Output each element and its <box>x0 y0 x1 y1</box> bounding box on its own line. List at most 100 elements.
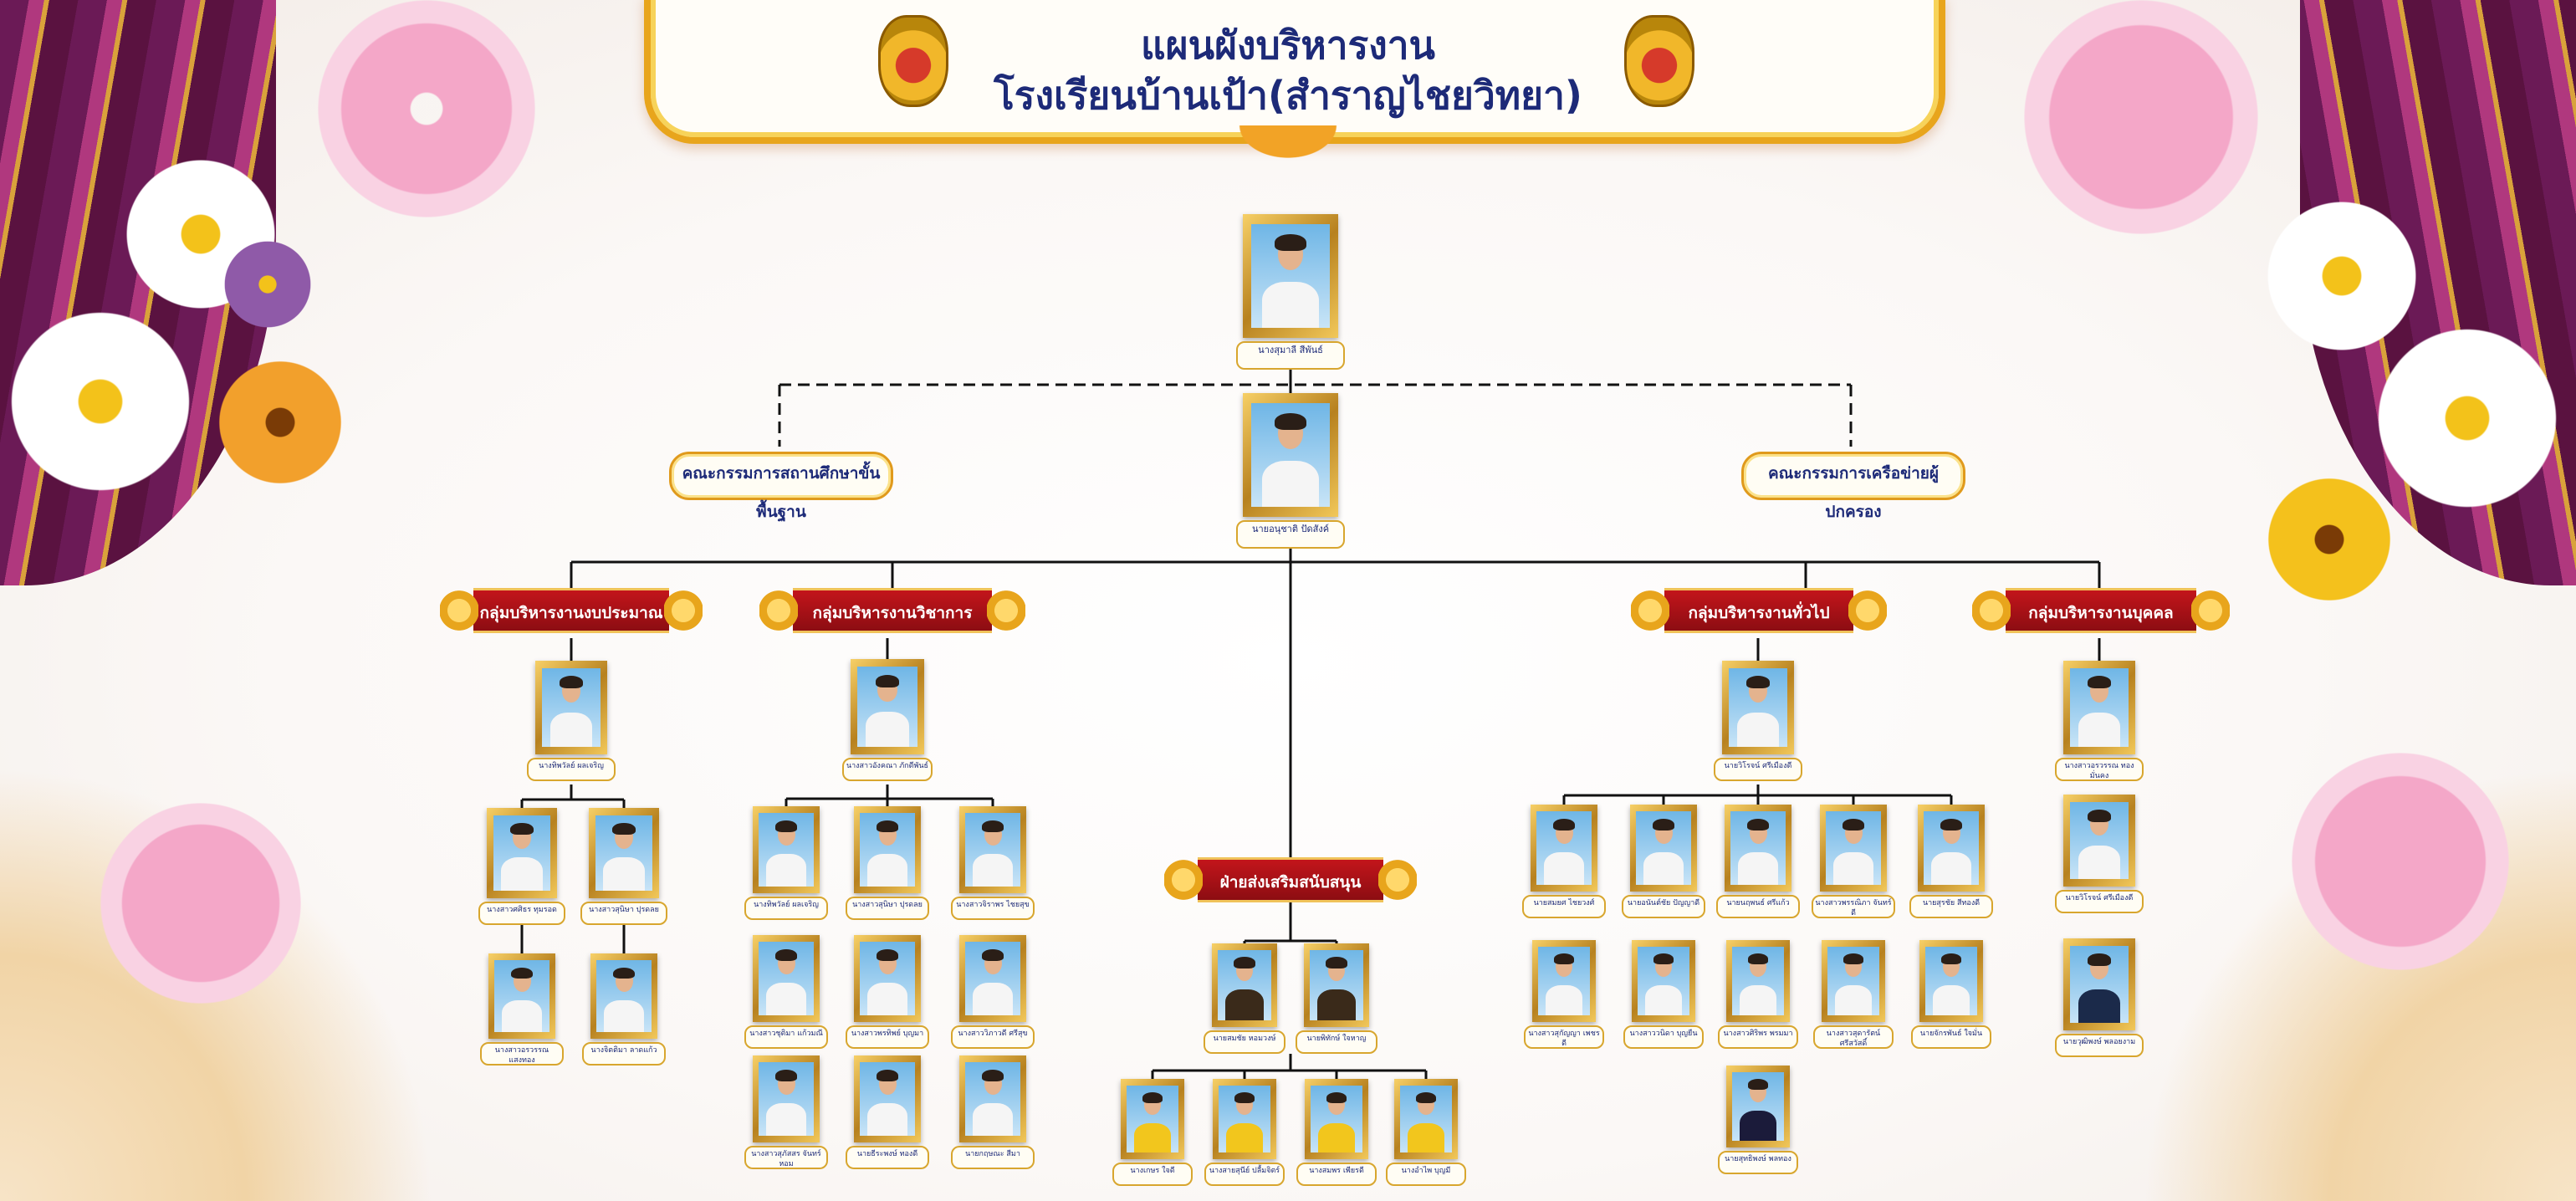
general-member-photo <box>1725 805 1791 892</box>
budget-head-photo <box>535 661 607 754</box>
support-member-photo <box>1212 943 1277 1027</box>
general-member-photo <box>1918 805 1985 892</box>
general-member-photo <box>1630 805 1697 892</box>
budget-member-photo <box>589 808 659 898</box>
title-banner <box>644 0 1945 144</box>
general-member-photo <box>1820 805 1887 892</box>
general-member-name: นางสาวศิริพร พรมมา <box>1718 1025 1798 1049</box>
page-title: แผนผังบริหารงาน <box>1141 23 1435 68</box>
page-subtitle: โรงเรียนบ้านเป้า(สำราญไชยวิทยา) <box>994 73 1582 118</box>
deputy-name: นายอนุชาติ ปัดสังค์ <box>1236 520 1345 549</box>
general-member-name: นางสาวพรรณิภา จันทร์ดี <box>1812 895 1895 918</box>
general-member-name: นายสมยศ ไชยวงศ์ <box>1522 895 1606 918</box>
academic-member-name: นางสาวจิราพร ไชยสุข <box>951 897 1035 920</box>
dept-support: ฝ่ายส่งเสริมสนับสนุน <box>1164 853 1417 907</box>
committee-parent-network: คณะกรรมการเครือข่ายผู้ปกครอง <box>1741 452 1965 521</box>
support-member-photo <box>1121 1079 1184 1159</box>
academic-member-photo <box>854 935 921 1022</box>
dept-general: กลุ่มบริหารงานทั่วไป <box>1631 584 1887 637</box>
general-member-name: นางสาวสุกัญญา เพชรดี <box>1524 1025 1604 1049</box>
academic-member-name: นางสาวสุนิษา ปุรดลย <box>846 897 929 920</box>
general-member-photo <box>1632 940 1695 1022</box>
general-member-name: นายนฤพนธ์ ศรีแก้ว <box>1716 895 1800 918</box>
academic-member-photo <box>753 935 820 1022</box>
school-emblem-right <box>1624 15 1694 107</box>
support-member-name: นายพิทักษ์ ใจหาญ <box>1296 1030 1377 1054</box>
yellow-flower-decoration <box>2258 468 2400 611</box>
academic-member-photo <box>753 806 820 893</box>
school-emblem-left <box>878 15 948 107</box>
committee-basic-education: คณะกรรมการสถานศึกษาขั้นพื้นฐาน <box>669 452 893 521</box>
academic-member-photo <box>854 1055 921 1142</box>
purple-flower-decoration <box>217 234 318 335</box>
director-photo <box>1243 214 1338 338</box>
support-member-name: นางสายสุนีย์ ปลื้มจิตร์ <box>1204 1163 1285 1186</box>
budget-member-photo <box>488 953 555 1039</box>
academic-member-name: นางสาววิภาวดี ศรีสุข <box>951 1025 1035 1049</box>
general-member-photo <box>1822 940 1885 1022</box>
dept-budget: กลุ่มบริหารงานงบประมาณ <box>440 584 703 637</box>
general-member-name: นายจักรพันธ์ ใจมั่น <box>1911 1025 1991 1049</box>
pink-lily-decoration <box>100 803 301 1004</box>
budget-member-name: นางจิตติมา ลาดแก้ว <box>582 1042 666 1066</box>
white-flower-decoration <box>0 301 201 502</box>
white-flower-decoration <box>2258 192 2425 360</box>
support-member-photo <box>1394 1079 1458 1159</box>
academic-member-photo <box>753 1055 820 1142</box>
deputy-photo <box>1243 393 1338 517</box>
academic-member-name: นายธีระพงษ์ ทองดี <box>846 1146 929 1169</box>
dept-academic: กลุ่มบริหารงานวิชาการ <box>759 584 1025 637</box>
general-member-photo <box>1532 940 1596 1022</box>
personnel-head-name: นางสาวอรวรรณ ทองมั่นคง <box>2055 758 2144 781</box>
academic-head-photo <box>851 659 924 754</box>
support-member-name: นางเกษร ใจดี <box>1112 1163 1193 1186</box>
academic-member-name: นางสาวพรทิพย์ บุญมา <box>846 1025 929 1049</box>
support-member-name: นางอำไพ บุญมี <box>1386 1163 1466 1186</box>
personnel-member-photo <box>2063 795 2135 887</box>
general-member-photo <box>1726 940 1790 1022</box>
general-member-name: นางสาววนิดา บุญยืน <box>1623 1025 1704 1049</box>
pink-lily-decoration <box>318 0 535 217</box>
personnel-member-photo <box>2063 938 2135 1030</box>
orange-flower-decoration <box>209 351 351 493</box>
general-member-photo <box>1726 1066 1790 1147</box>
academic-head-name: นางสาวอังคณา ภักดีพันธ์ <box>842 758 933 781</box>
support-member-photo <box>1213 1079 1276 1159</box>
budget-member-photo <box>590 953 657 1039</box>
general-member-name: นายสุรชัย สีทองดี <box>1909 895 1993 918</box>
personnel-head-photo <box>2063 661 2135 754</box>
support-member-name: นายสมชัย หอมวงษ์ <box>1204 1030 1285 1054</box>
academic-member-name: นางทิพวัลย์ ผลเจริญ <box>744 897 828 920</box>
academic-member-name: นางสาวสุภัสสร จันทร์หอม <box>744 1146 828 1169</box>
general-member-photo <box>1919 940 1983 1022</box>
budget-member-name: นางสาวอรวรรณ แสงทอง <box>480 1042 564 1066</box>
general-head-photo <box>1722 661 1794 754</box>
personnel-member-name: นายวุฒิพงษ์ พลอยงาม <box>2055 1034 2144 1057</box>
general-member-photo <box>1531 805 1597 892</box>
budget-member-photo <box>487 808 557 898</box>
white-flower-decoration <box>2367 318 2568 519</box>
academic-member-photo <box>959 1055 1026 1142</box>
general-member-name: นายสุทธิพงษ์ พลทอง <box>1718 1151 1798 1174</box>
personnel-member-name: นายวิโรจน์ ศรีเมืองดี <box>2055 890 2144 913</box>
support-member-photo <box>1304 943 1369 1027</box>
pink-lily-decoration <box>2024 0 2258 234</box>
general-member-name: นางสาวสุดารัตน์ ศรีสวัสดิ์ <box>1813 1025 1894 1049</box>
academic-member-name: นางสาวชุติมา แก้วมณี <box>744 1025 828 1049</box>
general-member-name: นายอนันต์ชัย ปัญญาดี <box>1622 895 1705 918</box>
dept-personnel: กลุ่มบริหารงานบุคคล <box>1972 584 2230 637</box>
pink-lily-decoration <box>2292 753 2509 970</box>
general-head-name: นายวิโรจน์ ศรีเมืองดี <box>1714 758 1802 781</box>
academic-member-photo <box>959 935 1026 1022</box>
academic-member-name: นายกฤษณะ สีมา <box>951 1146 1035 1169</box>
support-member-photo <box>1305 1079 1368 1159</box>
budget-member-name: นางสาวสุนิษา ปุรดลย <box>580 902 667 925</box>
academic-member-photo <box>854 806 921 893</box>
budget-head-name: นางทิพวัลย์ ผลเจริญ <box>527 758 616 781</box>
budget-member-name: นางสาวศศิธร ทุมรอด <box>478 902 565 925</box>
support-member-name: นางสมพร เพียรดี <box>1296 1163 1377 1186</box>
academic-member-photo <box>959 806 1026 893</box>
director-name: นางสุมาลี สีพันธ์ <box>1236 341 1345 370</box>
